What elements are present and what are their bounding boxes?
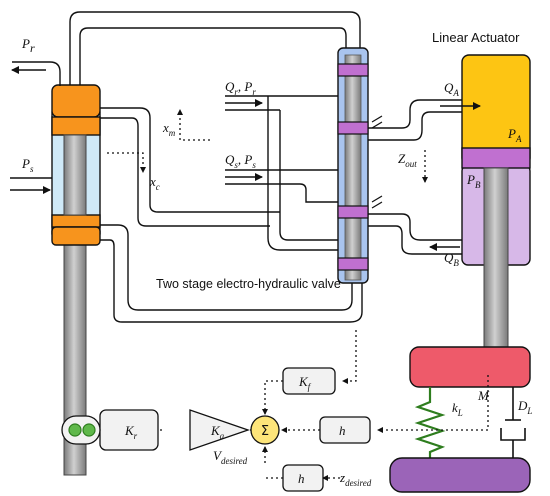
label-xm: xm (162, 120, 176, 138)
label-kr: Kr (124, 423, 138, 441)
label-sigma: Σ (261, 424, 269, 439)
hydraulic-pipes (69, 11, 462, 323)
h-feedback-block (319, 416, 371, 444)
linear-actuator (461, 54, 531, 349)
actuator-rod (483, 167, 509, 349)
diagram-title: Linear Actuator (432, 30, 520, 45)
label-kf: Kf (298, 374, 312, 392)
label-qa: QA (444, 80, 459, 98)
left-servo-cylinder (51, 84, 101, 476)
label-zout: Zout (398, 151, 417, 169)
xm-displacement-arrow (177, 109, 210, 141)
label-vdesired: Vdesired (213, 448, 248, 466)
left-cylinder-piston-upper (51, 116, 101, 136)
base-plate (389, 457, 531, 493)
torque-motor-icon (61, 415, 101, 445)
actuator-piston (461, 147, 531, 169)
label-qb: QB (444, 250, 459, 268)
label-ka: Ka (210, 423, 225, 441)
ka-amplifier (189, 409, 250, 451)
two-stage-valve (337, 47, 383, 284)
label-pa: PA (507, 126, 522, 144)
label-dl: DL (517, 398, 532, 416)
left-cylinder-piston-lower (51, 214, 101, 228)
label-pb: PB (466, 172, 481, 190)
left-cylinder-top-cap (51, 84, 101, 118)
label-m: M (477, 388, 490, 403)
valve-caption: Two stage electro-hydraulic valve (156, 277, 341, 291)
label-h-feedback: h (339, 423, 346, 438)
left-cylinder-bottom-cap (51, 226, 101, 246)
ps-arrow (10, 177, 52, 194)
label-zdesired: zdesired (339, 470, 372, 488)
damper-dl (500, 387, 526, 460)
label-qs-ps: Qs, Ps (225, 152, 256, 170)
xc-displacement-arrow (107, 152, 146, 173)
mass-block (409, 346, 531, 388)
label-qr-pr: Qr, Pr (225, 79, 256, 97)
pr-arrow (11, 61, 61, 86)
summing-junction (250, 415, 280, 445)
label-pr: Pr (21, 36, 35, 55)
label-ps: Ps (21, 156, 34, 174)
spring-kl (414, 387, 446, 460)
kf-block (282, 367, 336, 395)
label-h-reference: h (298, 471, 305, 486)
label-kl: kL (452, 400, 463, 418)
label-xc: xc (149, 174, 160, 192)
h-reference-block (282, 464, 324, 492)
